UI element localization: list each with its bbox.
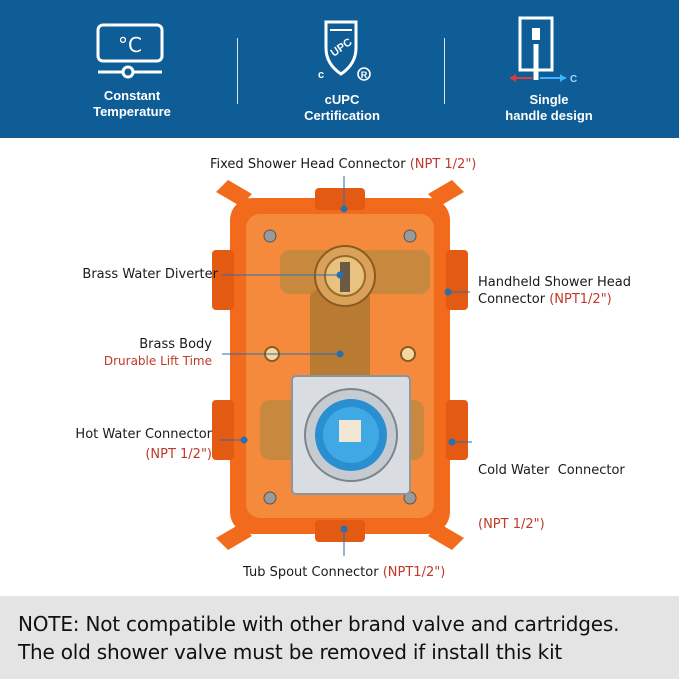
feature-constant-temperature: °C Constant Temperature [82, 0, 182, 138]
feature-label-line1: cUPC [324, 92, 360, 107]
callout-name: Brass Body [139, 337, 212, 352]
feature-cupc-certification: UPC c R cUPC Certification [290, 0, 394, 138]
divider [444, 38, 445, 104]
callout-handheld-shower-head: Handheld Shower Head Connector (NPT1/2") [478, 274, 631, 308]
callout-lines [220, 176, 472, 556]
divider [237, 38, 238, 104]
callout-hot-water: Hot Water Connector (NPT 1/2") [20, 426, 212, 463]
valve-box-illustration [200, 180, 480, 550]
feature-label-line2: Certification [304, 108, 380, 123]
callout-name: Brass Water Diverter [82, 267, 218, 282]
feature-label-line1: Single [529, 92, 569, 107]
note-line-1: NOTE: Not compatible with other brand va… [18, 612, 620, 636]
note-line-2: The old shower valve must be removed if … [18, 640, 563, 664]
callout-spec: (NPT 1/2") [145, 447, 212, 462]
feature-banner: °C Constant Temperature UPC c R cUPC Cer… [0, 0, 679, 138]
callout-name: Hot Water Connector [75, 427, 212, 442]
callout-spec: (NPT 1/2") [478, 517, 545, 532]
single-handle-faucet-icon: C [504, 14, 594, 88]
celsius-label: °C [118, 33, 142, 57]
thermometer-celsius-icon: °C [95, 22, 169, 80]
svg-text:R: R [361, 70, 368, 80]
feature-label-line1: Constant [103, 88, 161, 103]
cold-mark: C [570, 74, 577, 85]
callout-brass-water-diverter: Brass Water Diverter [40, 266, 218, 283]
callout-tub-spout: Tub Spout Connector (NPT1/2") [243, 564, 445, 581]
cupc-shield-icon: UPC c R [312, 18, 374, 84]
callout-cold-water: Cold Water Connector (NPT 1/2") [478, 428, 625, 550]
feature-label-line2: handle design [505, 108, 593, 123]
callout-spec: (NPT1/2") [382, 565, 446, 580]
callout-fixed-shower-head: Fixed Shower Head Connector (NPT 1/2") [210, 156, 476, 173]
callout-spec: Drurable Lift Time [103, 354, 212, 368]
feature-single-handle-design: C Single handle design [500, 0, 598, 138]
callout-spec: (NPT1/2") [549, 292, 612, 307]
callout-name: Tub Spout Connector [243, 565, 379, 580]
callout-name: Handheld Shower Head [478, 275, 632, 290]
callout-name: Fixed Shower Head Connector [210, 157, 406, 172]
callout-spec: (NPT 1/2") [409, 157, 477, 172]
callout-brass-body: Brass Body Drurable Lift Time [40, 336, 212, 370]
callout-name: Cold Water Connector [478, 463, 625, 478]
callout-name: Connector [478, 292, 546, 307]
c-mark: c [318, 69, 324, 81]
feature-label-line2: Temperature [93, 104, 171, 119]
compatibility-note: NOTE: Not compatible with other brand va… [0, 596, 679, 679]
